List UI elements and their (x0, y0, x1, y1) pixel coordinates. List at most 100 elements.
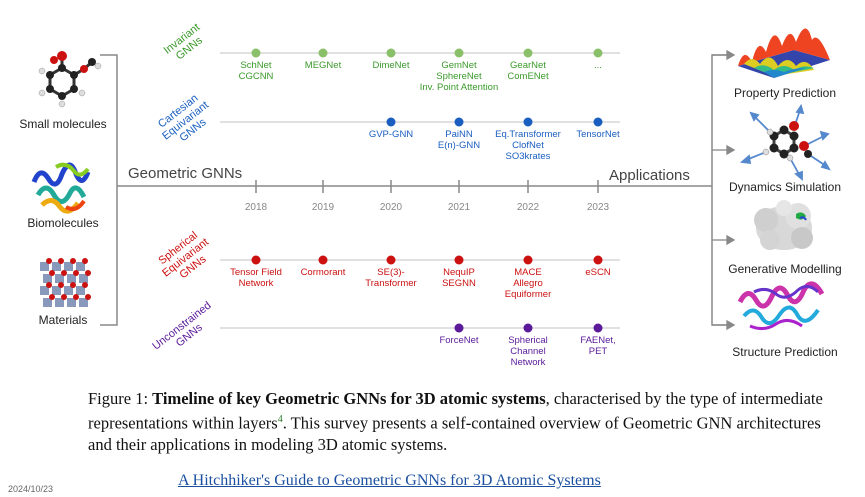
app-label-dynamics-simulation: Dynamics Simulation (728, 180, 842, 194)
app-label-property-prediction: Property Prediction (733, 86, 837, 100)
protein-surface-icon (754, 200, 813, 250)
model-label: eSCN (585, 267, 610, 278)
model-dot (523, 323, 533, 333)
model-dot (386, 117, 396, 127)
model-label: ForceNet (439, 335, 478, 346)
model-label: MEGNet (305, 60, 342, 71)
figure-caption: Figure 1: Timeline of key Geometric GNNs… (88, 388, 848, 455)
crystal-cell (43, 298, 52, 307)
model-label: GVP-GNN (369, 129, 413, 140)
model-dot (386, 48, 396, 58)
model-dot (523, 255, 533, 265)
model-label: TensorNet (576, 129, 620, 140)
paper-title-link[interactable]: A Hitchhiker's Guide to Geometric GNNs f… (178, 472, 601, 489)
model-label: ... (594, 60, 602, 71)
year-label: 2022 (517, 202, 540, 213)
caption-prefix: Figure 1: (88, 389, 153, 408)
crystal-cell (79, 274, 88, 283)
model-dot (593, 48, 603, 58)
crystal-atom (61, 294, 67, 300)
model-label: SE(3)- (377, 267, 404, 278)
model-dot (454, 255, 464, 265)
model-label: FAENet, (580, 335, 615, 346)
crystal-cell (43, 274, 52, 283)
model-label: Inv. Point Attention (420, 82, 499, 93)
crystal-atom (82, 258, 88, 264)
crystal-cell (40, 286, 49, 295)
model-label: ComENet (507, 71, 549, 82)
crystal-cell (40, 262, 49, 271)
crystal-cell (67, 274, 76, 283)
section-title-geometric-gnns: Geometric GNNs (128, 165, 243, 182)
crystal-cell (52, 286, 61, 295)
crystal-cell (79, 298, 88, 307)
model-label: Spherical (508, 335, 548, 346)
materials-crystal-icon (40, 258, 91, 307)
crystal-atom (58, 258, 64, 264)
crystal-atom (85, 270, 91, 276)
model-dot (454, 323, 464, 333)
model-label: SphereNet (436, 71, 482, 82)
model-dot (593, 117, 603, 127)
crystal-cell (64, 286, 73, 295)
model-label: Channel (510, 346, 545, 357)
crystal-atom (49, 270, 55, 276)
model-dot (523, 48, 533, 58)
model-label: Tensor Field (230, 267, 282, 278)
caption-reference[interactable]: 4 (277, 414, 283, 425)
model-label: Eq.Transformer (495, 129, 561, 140)
model-label: SEGNN (442, 278, 476, 289)
crystal-atom (73, 294, 79, 300)
year-label: 2019 (312, 202, 335, 213)
model-label: Network (511, 357, 546, 368)
year-label: 2023 (587, 202, 610, 213)
biomolecule-icon (31, 162, 91, 214)
model-dot (593, 323, 603, 333)
model-dot (593, 255, 603, 265)
model-label: E(n)-GNN (438, 140, 480, 151)
model-label: NequIP (443, 267, 475, 278)
model-label: Network (239, 278, 274, 289)
caption-text-2: . This survey presents a self-contained … (88, 413, 821, 454)
crystal-cell (55, 298, 64, 307)
model-label: DimeNet (373, 60, 410, 71)
crystal-cell (55, 274, 64, 283)
section-title-applications: Applications (609, 167, 690, 184)
crystal-atom (85, 294, 91, 300)
model-dot (454, 117, 464, 127)
crystal-atom (58, 282, 64, 288)
small-molecule-icon (38, 51, 102, 108)
crystal-atom (49, 294, 55, 300)
crystal-atom (82, 282, 88, 288)
app-label-generative-modelling: Generative Modelling (728, 262, 842, 276)
crystal-cell (64, 262, 73, 271)
crystal-cell (76, 286, 85, 295)
model-label: Transformer (365, 278, 416, 289)
crystal-cell (67, 298, 76, 307)
crystal-atom (61, 270, 67, 276)
model-dot (454, 48, 464, 58)
crystal-atom (46, 282, 52, 288)
model-label: MACE (514, 267, 541, 278)
model-dot (386, 255, 396, 265)
model-label: GearNet (510, 60, 546, 71)
left-bracket (100, 54, 118, 326)
input-label-biomolecules: Biomolecules (27, 216, 99, 230)
surface-plot-icon (738, 28, 830, 78)
model-dot (318, 48, 328, 58)
crystal-atom (70, 258, 76, 264)
year-label: 2021 (448, 202, 471, 213)
model-label: Cormorant (301, 267, 346, 278)
protein-ribbon-icon (737, 281, 825, 331)
model-label: GemNet (441, 60, 477, 71)
model-dot (251, 255, 261, 265)
model-label: ClofNet (512, 140, 544, 151)
crystal-cell (52, 262, 61, 271)
